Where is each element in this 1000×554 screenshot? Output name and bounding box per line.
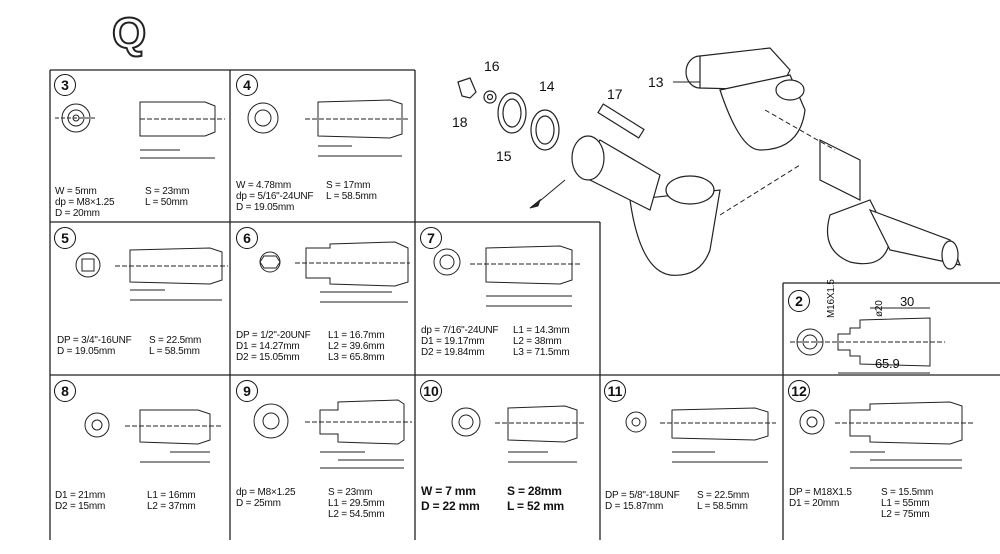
spec-p10-r1-c0: D = 22 mm bbox=[421, 499, 480, 513]
p2-len1-label: 30 bbox=[900, 294, 915, 309]
panel-number-4: 4 bbox=[236, 74, 258, 96]
spec-p6-r0-c1: L1 = 16.7mm bbox=[328, 330, 385, 341]
spec-p3-r2-c0: D = 20mm bbox=[55, 208, 100, 219]
spec-p4-r1-c0: dp = 5/16"-24UNF bbox=[236, 191, 314, 202]
spec-p6-r2-c0: D2 = 15.05mm bbox=[236, 352, 300, 363]
panel-number-2: 2 bbox=[788, 290, 810, 312]
spec-p7-r0-c0: dp = 7/16"-24UNF bbox=[421, 325, 499, 336]
spec-p3-r1-c1: L = 50mm bbox=[145, 197, 188, 208]
spec-p11-r1-c0: D = 15.87mm bbox=[605, 501, 664, 512]
panel-number-9: 9 bbox=[236, 380, 258, 402]
spec-p6-r0-c0: DP = 1/2"-20UNF bbox=[236, 330, 311, 341]
spec-p3-r0-c1: S = 23mm bbox=[145, 186, 190, 197]
spec-p8-r0-c0: D1 = 21mm bbox=[55, 490, 106, 501]
spec-p3-r0-c0: W = 5mm bbox=[55, 186, 97, 197]
shaft-drawings bbox=[55, 99, 975, 469]
spec-p8-r0-c1: L1 = 16mm bbox=[147, 490, 196, 501]
p2-dia-label: ø20 bbox=[874, 300, 885, 317]
spec-p12-r0-c1: S = 15.5mm bbox=[881, 487, 934, 498]
spec-p6-r1-c0: D1 = 14.27mm bbox=[236, 341, 300, 352]
p2-len2-label: 65.9 bbox=[875, 356, 900, 371]
spec-p6-r1-c1: L2 = 39.6mm bbox=[328, 341, 385, 352]
spec-p4-r0-c1: S = 17mm bbox=[326, 180, 371, 191]
spec-p11-r1-c1: L = 58.5mm bbox=[697, 501, 748, 512]
spec-p7-r0-c1: L1 = 14.3mm bbox=[513, 325, 570, 336]
spec-p5-r1-c0: D = 19.05mm bbox=[57, 346, 116, 357]
callout-18: 18 bbox=[452, 114, 468, 130]
spec-p7-r1-c1: L2 = 38mm bbox=[513, 336, 562, 347]
spec-p5-r0-c1: S = 22.5mm bbox=[149, 335, 202, 346]
spec-p9-r0-c0: dp = M8×1.25 bbox=[236, 487, 296, 498]
spec-p9-r1-c1: L1 = 29.5mm bbox=[328, 498, 385, 509]
callout-13: 13 bbox=[648, 74, 664, 90]
spec-p10-r0-c1: S = 28mm bbox=[507, 484, 562, 498]
spec-p12-r0-c0: DP = M18X1.5 bbox=[789, 487, 852, 498]
spec-p8-r1-c0: D2 = 15mm bbox=[55, 501, 106, 512]
spec-p4-r0-c0: W = 4.78mm bbox=[236, 180, 291, 191]
spec-p12-r2-c1: L2 = 75mm bbox=[881, 509, 930, 520]
spec-p10-r1-c1: L = 52 mm bbox=[507, 499, 565, 513]
spec-p5-r1-c1: L = 58.5mm bbox=[149, 346, 200, 357]
spec-p7-r2-c0: D2 = 19.84mm bbox=[421, 347, 485, 358]
p2-thread-label: M16X1.5 bbox=[826, 279, 837, 318]
panel-number-7: 7 bbox=[420, 227, 442, 249]
spec-p12-r1-c1: L1 = 55mm bbox=[881, 498, 930, 509]
spec-p3-r1-c0: dp = M8×1.25 bbox=[55, 197, 115, 208]
spec-p11-r0-c1: S = 22.5mm bbox=[697, 490, 750, 501]
callout-14: 14 bbox=[539, 78, 555, 94]
spec-p4-r2-c0: D = 19.05mm bbox=[236, 202, 295, 213]
spec-p5-r0-c0: DP = 3/4"-16UNF bbox=[57, 335, 132, 346]
spec-p9-r2-c1: L2 = 54.5mm bbox=[328, 509, 385, 520]
spec-p11-r0-c0: DP = 5/8"-18UNF bbox=[605, 490, 680, 501]
spec-p9-r0-c1: S = 23mm bbox=[328, 487, 373, 498]
spec-p10-r0-c0: W = 7 mm bbox=[421, 484, 476, 498]
callout-17: 17 bbox=[607, 86, 623, 102]
spec-p4-r1-c1: L = 58.5mm bbox=[326, 191, 377, 202]
panel-number-6: 6 bbox=[236, 227, 258, 249]
spec-p6-r2-c1: L3 = 65.8mm bbox=[328, 352, 385, 363]
panel-number-10: 10 bbox=[420, 380, 442, 402]
callout-15: 15 bbox=[496, 148, 512, 164]
crankshaft-illustration bbox=[457, 47, 961, 276]
spec-p9-r1-c0: D = 25mm bbox=[236, 498, 281, 509]
spec-p7-r2-c1: L3 = 71.5mm bbox=[513, 347, 570, 358]
spec-p8-r1-c1: L2 = 37mm bbox=[147, 501, 196, 512]
panel-number-12: 12 bbox=[788, 380, 810, 402]
callout-16: 16 bbox=[484, 58, 500, 74]
panel-number-3: 3 bbox=[54, 74, 76, 96]
panel-number-8: 8 bbox=[54, 380, 76, 402]
spec-p12-r1-c0: D1 = 20mm bbox=[789, 498, 840, 509]
section-letter: Q bbox=[111, 9, 147, 58]
spec-p7-r1-c0: D1 = 19.17mm bbox=[421, 336, 485, 347]
panel-number-5: 5 bbox=[54, 227, 76, 249]
panel-number-11: 11 bbox=[604, 380, 626, 402]
